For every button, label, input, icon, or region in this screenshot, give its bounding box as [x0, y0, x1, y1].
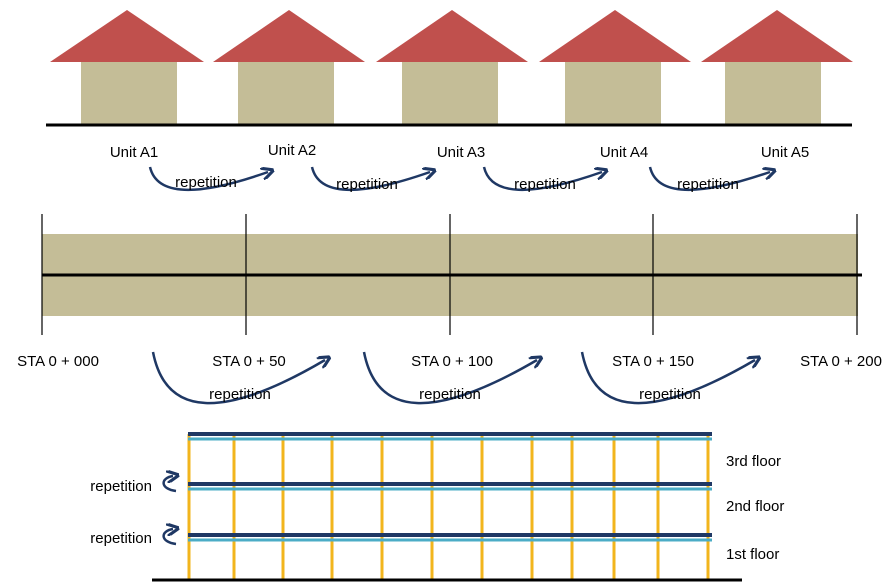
house-roof [376, 10, 528, 62]
unit-label-a2: Unit A2 [268, 142, 316, 159]
columns [187, 434, 710, 580]
repetition-label: repetition [677, 176, 739, 193]
house-wall [238, 62, 334, 124]
house-roof [50, 10, 204, 62]
station-label: STA 0 + 50 [212, 353, 286, 370]
unit-label-a1: Unit A1 [110, 144, 158, 161]
station-label: STA 0 + 200 [800, 353, 882, 370]
station-label: STA 0 + 100 [411, 353, 493, 370]
station-label: STA 0 + 150 [612, 353, 694, 370]
repetition-arrow-icon [148, 167, 268, 192]
repetition-arrow-icon [648, 167, 770, 192]
house-wall [81, 62, 177, 124]
road-section: STA 0 + 000 STA 0 + 50 STA 0 + 100 STA 0… [17, 214, 882, 405]
repetition-label: repetition [90, 530, 152, 547]
repetition-arrow-icon [151, 351, 325, 405]
repetition-arrow-icon [310, 167, 430, 192]
house-roof [213, 10, 365, 62]
curved-arrow-up-icon [162, 529, 176, 546]
repetition-label: repetition [639, 386, 701, 403]
repetition-label: repetition [336, 176, 398, 193]
repetition-arrow-icon [362, 351, 537, 405]
house-roof [539, 10, 691, 62]
unit-label-a5: Unit A5 [761, 144, 809, 161]
curved-arrow-up-icon [162, 476, 176, 493]
repetition-arrow-icon [580, 351, 755, 405]
floor-beam-3 [188, 432, 712, 441]
house-roof [701, 10, 853, 62]
house-wall [565, 62, 661, 124]
repetition-label: repetition [209, 386, 271, 403]
house-a2 [213, 10, 365, 124]
repetition-label: repetition [514, 176, 576, 193]
floor-beam-1 [188, 533, 712, 542]
building-section: 3rd floor 2nd floor 1st floor repetition… [90, 432, 784, 582]
repetition-label: repetition [90, 478, 152, 495]
repetition-label: repetition [175, 174, 237, 191]
station-label: STA 0 + 000 [17, 353, 99, 370]
floor-beam-2 [188, 482, 712, 491]
repetition-arrow-icon [482, 167, 602, 192]
house-wall [402, 62, 498, 124]
house-a4 [539, 10, 691, 124]
floor-label-1: 1st floor [726, 546, 779, 563]
house-wall [725, 62, 821, 124]
house-a5 [701, 10, 853, 124]
unit-label-a3: Unit A3 [437, 144, 485, 161]
house-a1 [50, 10, 204, 124]
unit-label-a4: Unit A4 [600, 144, 648, 161]
repetition-label: repetition [419, 386, 481, 403]
house-a3 [376, 10, 528, 124]
floor-label-2: 2nd floor [726, 498, 784, 515]
houses-section: Unit A1 Unit A2 Unit A3 Unit A4 Unit A5 … [46, 10, 853, 193]
floor-label-3: 3rd floor [726, 453, 781, 470]
